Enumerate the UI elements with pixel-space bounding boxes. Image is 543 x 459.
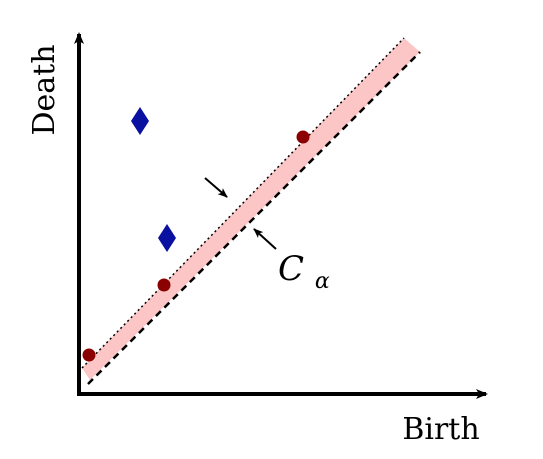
y-axis-label: Death — [27, 44, 62, 135]
band-point-3 — [296, 130, 310, 144]
band-label: C α — [278, 249, 330, 294]
x-axis-label: Birth — [402, 412, 479, 447]
band-label-subscript: α — [315, 269, 330, 294]
outside-point-1 — [131, 107, 149, 135]
band-point-2 — [157, 278, 171, 292]
band-upper-boundary — [81, 37, 405, 369]
band-point-1 — [82, 348, 96, 362]
width-arrow-upper — [204, 177, 228, 198]
outside-point-2 — [158, 224, 176, 252]
confidence-band — [82, 38, 420, 380]
band-label-main: C — [278, 249, 304, 289]
diagonal-line — [87, 51, 421, 385]
width-arrow-lower — [253, 228, 277, 250]
